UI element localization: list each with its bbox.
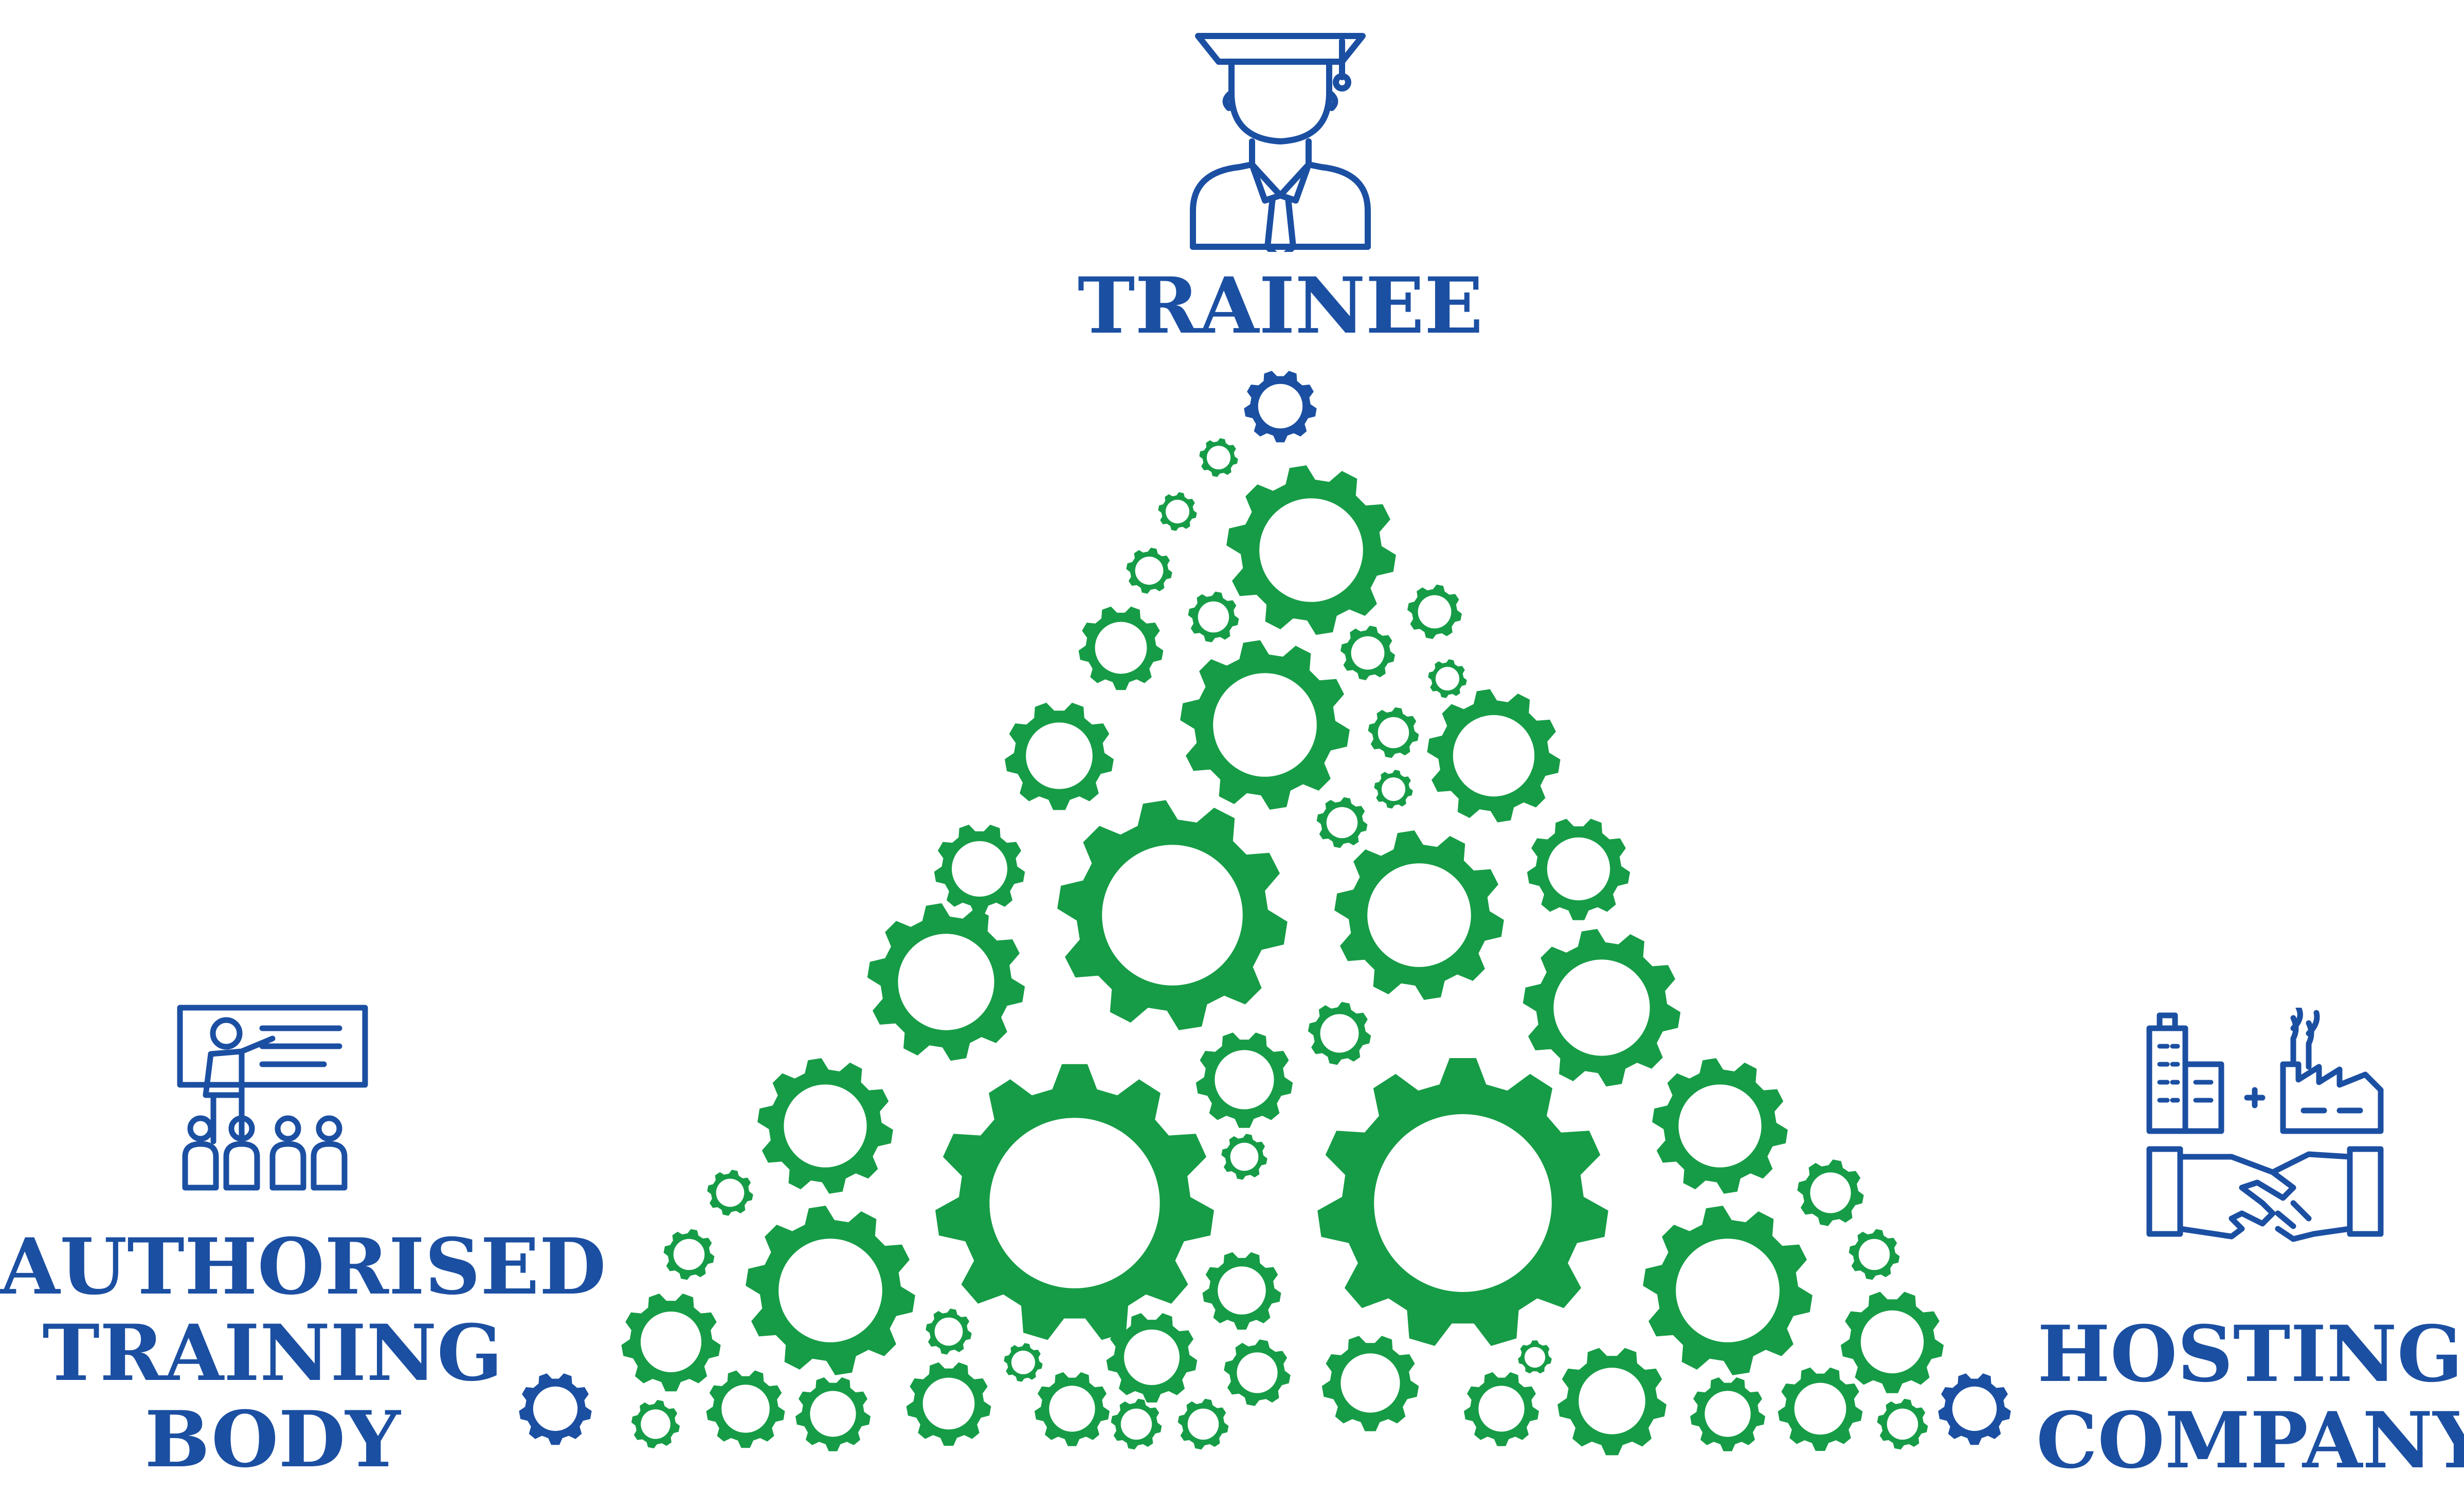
green-gear-icon [795,1377,871,1451]
green-gear-icon [1188,591,1239,643]
green-gear-icon [746,1206,915,1375]
green-gear-icon [1374,770,1413,809]
green-gear-icon [1126,548,1172,594]
green-gear-icon [935,1064,1214,1340]
green-gear-icon [934,825,1025,914]
green-gear-icon [1195,1032,1293,1128]
green-gear-icon [1840,1291,1944,1393]
hosting-company-label: HOSTING COMPANY [2036,1311,2464,1484]
green-gear-icon [1527,818,1630,920]
green-gear-icon [1334,830,1504,1000]
buildings-handshake-icon [2146,1008,2384,1242]
green-gear-icon [1427,689,1561,823]
green-gear-icon [1690,1377,1765,1451]
green-gear-icon [1078,606,1164,690]
green-gear-icon [1317,1058,1608,1346]
hosting-company-line-1: HOSTING [2037,1309,2463,1399]
green-gear-icon [1202,1252,1281,1330]
green-gear-icon [1005,702,1114,810]
green-gear-icon [1368,707,1419,758]
green-gear-icon [757,1058,893,1194]
green-gear-icon [663,1229,715,1280]
green-gear-icon [1797,1159,1864,1226]
green-gear-icon [631,1399,680,1449]
training-body-line-1: AUTHORISED [0,1222,606,1312]
green-gear-icon [1518,1340,1552,1374]
green-gear-icon [1057,800,1288,1030]
training-body-label: AUTHORISED TRAINING BODY [0,1222,606,1485]
green-gear-icon [1308,1002,1371,1065]
green-gear-icon [1877,1398,1928,1450]
green-gear-icon [1111,1398,1162,1450]
green-gear-icon [1464,1372,1539,1446]
green-gear-icon [1226,465,1396,635]
green-gear-icon [1224,1339,1291,1406]
green-gear-icon [1035,1372,1110,1446]
green-gear-icon [1523,929,1681,1087]
green-gear-icon [707,1170,753,1216]
green-gear-icon [1340,626,1395,680]
green-gear-icon [1849,1229,1900,1280]
green-gear-icon [867,903,1025,1061]
green-gear-icon [1316,797,1368,848]
blue-gear-icon [519,1373,592,1445]
green-gear-icon [1643,1206,1813,1375]
green-gear-icon [1407,585,1462,639]
green-gear-icon [1321,1336,1419,1431]
green-gear-icon [1158,492,1197,531]
green-gear-icon [906,1362,991,1446]
training-body-line-3: BODY [144,1394,401,1485]
graduate-icon [1190,33,1371,252]
training-body-line-2: TRAINING [42,1308,503,1398]
blue-gear-icon [1938,1373,2011,1445]
teacher-presentation-icon [177,1005,368,1191]
green-gear-icon [926,1308,972,1355]
green-gear-icon [1221,1134,1267,1180]
green-gear-icon [1428,659,1467,698]
green-gear-icon [621,1294,721,1392]
blue-gear-icon [1244,371,1317,443]
green-gear-icon [1004,1343,1043,1382]
trainee-label: TRAINEE [1049,267,1512,344]
green-gear-icon [1106,1313,1198,1403]
green-gear-icon [1652,1058,1788,1194]
green-gear-icon [1180,640,1350,810]
trainee-label-text: TRAINEE [1077,261,1483,351]
green-gear-icon [706,1370,785,1448]
green-gear-icon [1778,1367,1863,1451]
green-gear-icon [1557,1348,1666,1455]
hosting-company-line-2: COMPANY [2036,1395,2464,1486]
green-gear-icon [1199,438,1238,477]
green-gear-icon [1177,1398,1229,1450]
